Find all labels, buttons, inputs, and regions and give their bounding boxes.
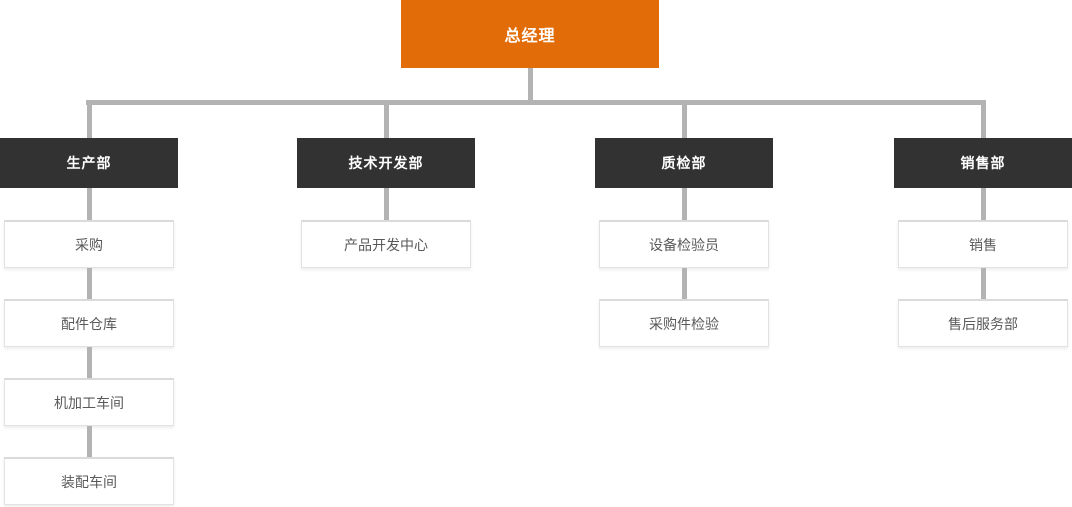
org-node-production-dept: 生产部	[0, 138, 178, 188]
branch-production: 生产部 采购 配件仓库 机加工车间 装配车间	[0, 100, 178, 505]
branch-sales: 销售部 销售 售后服务部	[894, 100, 1072, 347]
org-node-tech-development-dept: 技术开发部	[297, 138, 475, 188]
connector-drop	[681, 100, 687, 138]
org-node-label: 生产部	[66, 155, 112, 171]
org-node-parts-warehouse: 配件仓库	[4, 299, 174, 347]
org-node-label: 总经理	[504, 28, 556, 45]
org-node-assembly-workshop: 装配车间	[4, 457, 174, 505]
org-node-label: 销售	[969, 236, 997, 253]
org-node-purchased-parts-inspection: 采购件检验	[599, 299, 769, 347]
org-node-after-sales-service: 售后服务部	[898, 299, 1068, 347]
connector-vertical	[681, 268, 687, 299]
org-node-sales: 销售	[898, 220, 1068, 268]
org-node-procurement: 采购	[4, 220, 174, 268]
org-node-label: 质检部	[661, 155, 707, 171]
org-node-sales-dept: 销售部	[894, 138, 1072, 188]
connector-vertical	[980, 188, 986, 220]
connector-vertical	[86, 268, 92, 299]
org-node-label: 销售部	[960, 155, 1006, 171]
org-node-general-manager: 总经理	[401, 0, 659, 68]
org-node-product-development-center: 产品开发中心	[301, 220, 471, 268]
connector-root-stub	[528, 68, 533, 100]
org-node-label: 装配车间	[61, 473, 117, 490]
org-node-quality-inspection-dept: 质检部	[595, 138, 773, 188]
branch-tech-development: 技术开发部 产品开发中心	[297, 100, 475, 268]
org-node-label: 售后服务部	[948, 315, 1018, 332]
connector-drop	[980, 100, 986, 138]
connector-vertical	[86, 188, 92, 220]
org-node-machining-workshop: 机加工车间	[4, 378, 174, 426]
org-node-label: 产品开发中心	[344, 236, 428, 253]
org-node-label: 技术开发部	[348, 155, 424, 171]
connector-drop	[383, 100, 389, 138]
org-node-equipment-inspector: 设备检验员	[599, 220, 769, 268]
branch-quality-inspection: 质检部 设备检验员 采购件检验	[595, 100, 773, 347]
org-node-label: 设备检验员	[649, 236, 719, 253]
connector-horizontal-rail	[86, 100, 985, 105]
org-node-label: 采购	[75, 236, 103, 253]
connector-drop	[86, 100, 92, 138]
connector-vertical	[681, 188, 687, 220]
connector-vertical	[383, 188, 389, 220]
connector-vertical	[86, 426, 92, 457]
org-node-label: 机加工车间	[54, 394, 124, 411]
org-node-label: 采购件检验	[649, 315, 719, 332]
org-node-label: 配件仓库	[61, 315, 117, 332]
connector-vertical	[86, 347, 92, 378]
connector-vertical	[980, 268, 986, 299]
